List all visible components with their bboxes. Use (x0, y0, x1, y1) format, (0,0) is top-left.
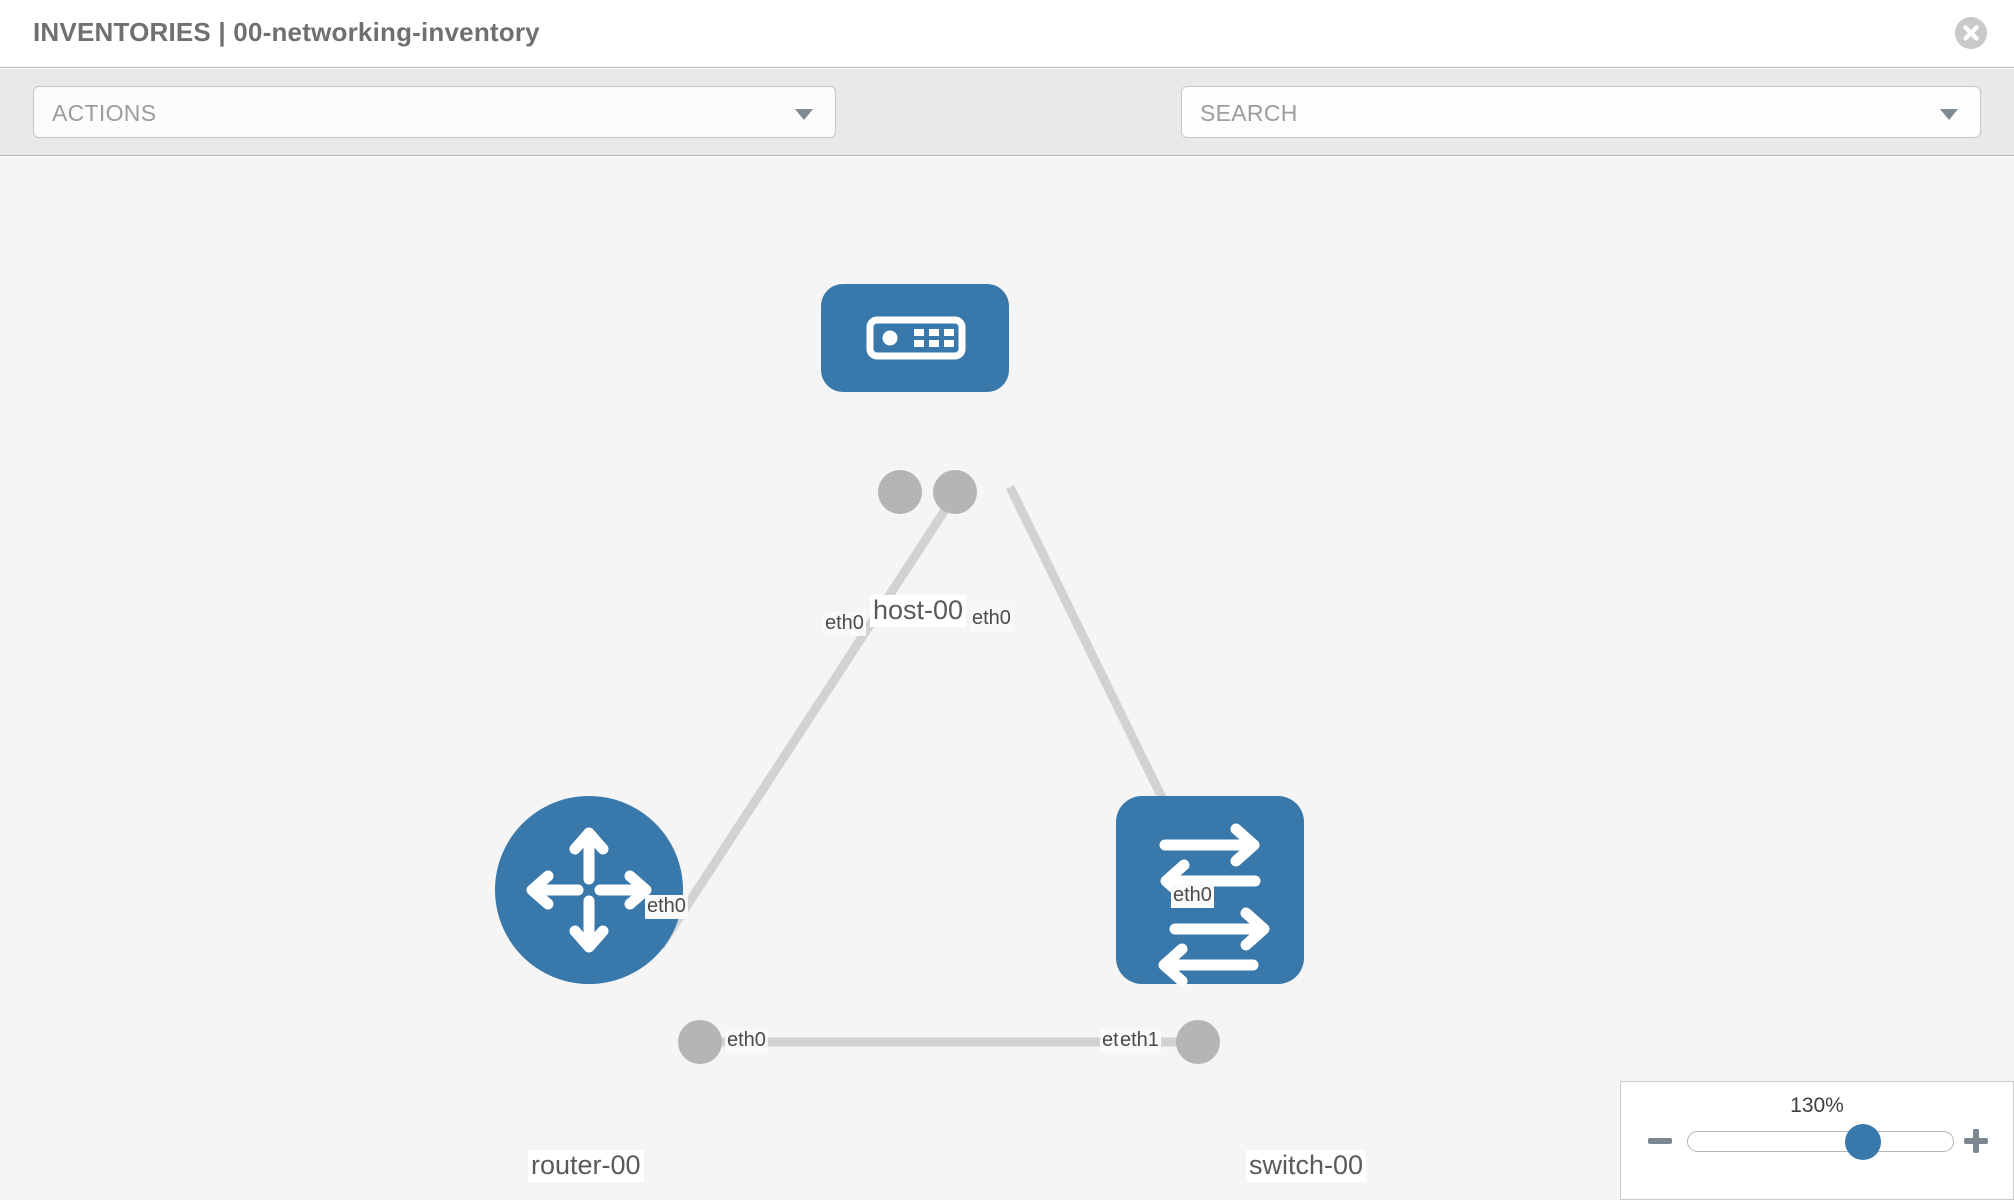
connector-router00-right (678, 1020, 722, 1064)
iface-label-router00-right: eth0 (725, 1029, 768, 1053)
chevron-down-icon (795, 109, 813, 120)
iface-label-switch00-left: eth1 (1118, 1029, 1161, 1053)
connector-host00-right (933, 470, 977, 514)
search-placeholder: SEARCH (1200, 100, 1298, 126)
actions-dropdown[interactable]: ACTIONS (33, 86, 836, 138)
node-label-host-00: host-00 (870, 595, 967, 627)
topology-node-host-00 (821, 284, 1009, 392)
iface-label-router00-up: eth0 (645, 895, 688, 919)
router-arrows-icon (526, 827, 652, 953)
close-icon[interactable] (1954, 16, 1988, 50)
page-header: INVENTORIES | 00-networking-inventory (0, 0, 2014, 68)
server-icon (866, 316, 966, 360)
topology-node-router-00 (495, 796, 683, 984)
link-host00-router00 (656, 484, 964, 950)
router-00-body (495, 796, 683, 984)
iface-label-host00-left: eth0 (823, 612, 866, 636)
iface-label-switch00-up: eth0 (1171, 884, 1214, 908)
connector-switch00-left (1176, 1020, 1220, 1064)
chevron-down-icon (1940, 109, 1958, 120)
host-00-body (821, 284, 1009, 392)
zoom-level-value: 130% (1790, 1094, 1844, 1117)
toolbar: ACTIONS SEARCH (0, 69, 2014, 199)
switch-arrows-icon (1158, 823, 1270, 987)
connector-host00-left (878, 470, 922, 514)
zoom-control-panel: 130% (1620, 1081, 2014, 1200)
plus-icon[interactable] (1961, 1126, 1991, 1156)
iface-label-host00-right: eth0 (970, 607, 1013, 631)
node-label-switch-00: switch-00 (1246, 1150, 1367, 1182)
topology-canvas[interactable]: host-00 router-00 switch-00 eth0 eth0 et… (0, 157, 2014, 1200)
minus-icon[interactable] (1645, 1126, 1675, 1156)
page-title: INVENTORIES | 00-networking-inventory (33, 17, 540, 47)
zoom-slider[interactable] (1687, 1124, 1954, 1160)
node-label-router-00: router-00 (528, 1150, 644, 1182)
search-input[interactable]: SEARCH (1181, 86, 1981, 138)
zoom-slider-thumb[interactable] (1845, 1124, 1881, 1160)
topology-graph (495, 284, 1304, 1064)
actions-dropdown-label: ACTIONS (52, 100, 157, 126)
